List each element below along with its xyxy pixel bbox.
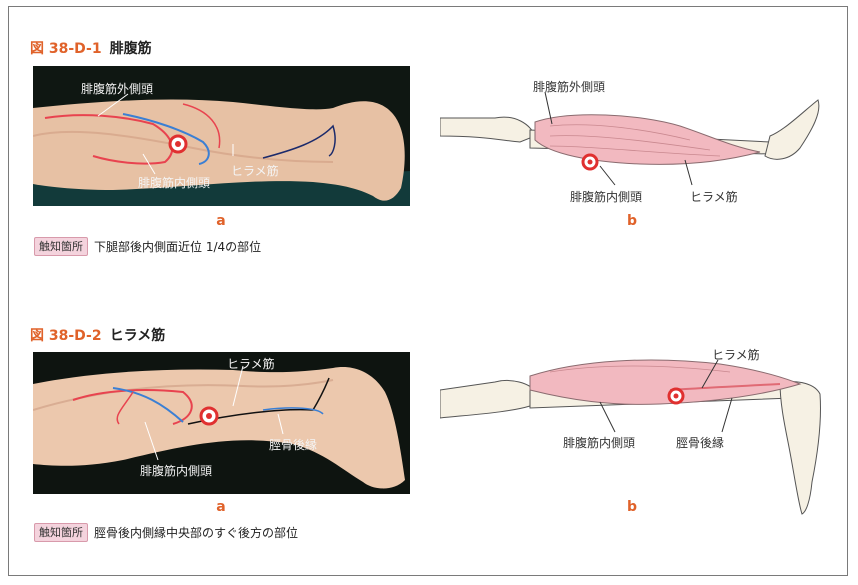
photo1-label-lateral-head: 腓腹筋外側頭 xyxy=(81,80,153,97)
illus2-label-soleus: ヒラメ筋 xyxy=(712,346,760,363)
figure-2-palpation: 触知箇所 脛骨後内側縁中央部のすぐ後方の部位 xyxy=(34,523,298,542)
figure-1-palpation-text: 下腿部後内側面近位 1/4の部位 xyxy=(94,238,261,255)
figure-2-palpation-text: 脛骨後内側縁中央部のすぐ後方の部位 xyxy=(94,524,298,541)
figure-1b-sublabel: b xyxy=(622,213,642,229)
photo1-label-soleus: ヒラメ筋 xyxy=(231,162,279,179)
illus2-label-tibia-border: 脛骨後縁 xyxy=(676,434,724,451)
figure-2b-illustration: ヒラメ筋 腓腹筋内側頭 脛骨後縁 xyxy=(440,342,830,522)
illus1-label-medial-head: 腓腹筋内側頭 xyxy=(570,188,642,205)
figure-2-name: ヒラメ筋 xyxy=(110,328,166,344)
illus2-label-medial-head: 腓腹筋内側頭 xyxy=(563,434,635,451)
photo2-label-medial-head: 腓腹筋内側頭 xyxy=(140,462,212,479)
figure-2-title: 図 38-D-2 ヒラメ筋 xyxy=(30,325,165,345)
figure-2a-photo: ヒラメ筋 脛骨後縁 腓腹筋内側頭 xyxy=(33,352,410,494)
illus1-label-soleus: ヒラメ筋 xyxy=(690,188,738,205)
figure-1-name: 腓腹筋 xyxy=(110,41,152,57)
photo2-label-soleus: ヒラメ筋 xyxy=(227,355,275,372)
figure-2b-sublabel: b xyxy=(622,499,642,515)
figure-1-palpation-badge: 触知箇所 xyxy=(34,237,88,256)
photo2-label-tibia-border: 脛骨後縁 xyxy=(269,436,317,453)
figure-2-number: 図 38-D-2 xyxy=(30,328,102,344)
figure-1a-sublabel: a xyxy=(211,213,231,229)
photo1-label-medial-head: 腓腹筋内側頭 xyxy=(138,174,210,191)
illus1-label-lateral-head: 腓腹筋外側頭 xyxy=(533,78,605,95)
figure-1-palpation: 触知箇所 下腿部後内側面近位 1/4の部位 xyxy=(34,237,261,256)
figure-2a-sublabel: a xyxy=(211,499,231,515)
figure-2-palpation-badge: 触知箇所 xyxy=(34,523,88,542)
figure-1-title: 図 38-D-1 腓腹筋 xyxy=(30,38,152,58)
figure-1b-illustration: 腓腹筋外側頭 腓腹筋内側頭 ヒラメ筋 xyxy=(440,70,830,210)
figure-1-number: 図 38-D-1 xyxy=(30,41,102,57)
figure-1a-photo: 腓腹筋外側頭 腓腹筋内側頭 ヒラメ筋 xyxy=(33,66,410,206)
